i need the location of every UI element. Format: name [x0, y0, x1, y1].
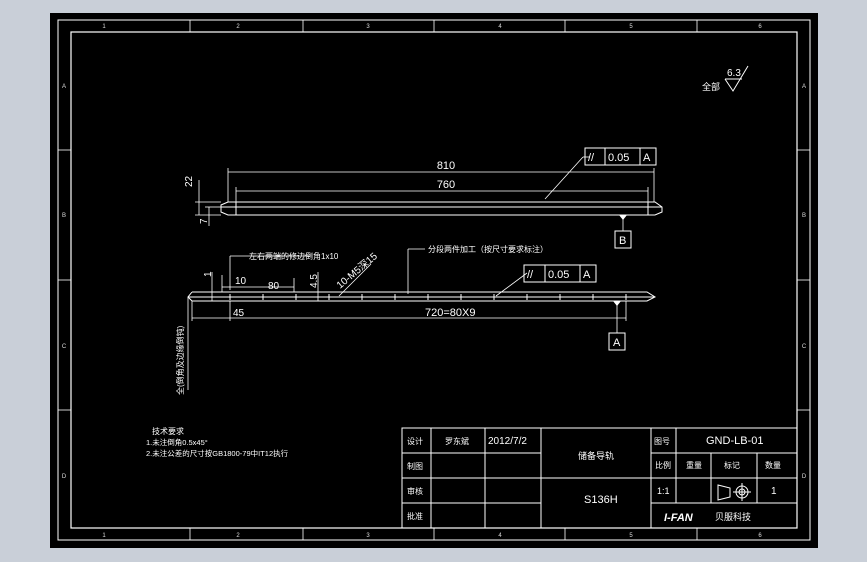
zone-left-c: C: [62, 344, 67, 350]
datum-a-box: [608, 332, 626, 351]
roughness-symbol: [724, 65, 749, 92]
zone-bottom-4: 4: [498, 533, 502, 539]
zone-top-3: 3: [366, 24, 370, 30]
tech-notes-line-1: 1.未注倒角0.5x45°: [146, 437, 208, 447]
roughness-value: 6.3: [727, 68, 741, 79]
datum-b-triangle: [619, 215, 627, 220]
vertical-note: 全(倒角及边缘倒钝): [175, 325, 185, 395]
bottom-view-holes: [229, 294, 627, 300]
datum-a-label: A: [613, 337, 621, 349]
projection-symbol-icon: [717, 483, 751, 501]
tb-row1-label: 设计: [407, 436, 423, 446]
tb-drawing-no-label: 图号: [654, 437, 670, 446]
tb-scale: 1:1: [657, 486, 670, 496]
tb-header-mark: 标记: [724, 460, 740, 470]
zone-right-d: D: [802, 474, 807, 480]
dim-10: 10: [235, 276, 247, 287]
bottom-tolerance-frame: [523, 264, 597, 283]
dim-inner-760: 760: [437, 179, 455, 191]
zone-bottom-5: 5: [629, 533, 633, 539]
zone-left-d: D: [62, 474, 67, 480]
note-holes: 分段两件加工（按尺寸要求标注）: [428, 244, 548, 254]
dim-pitch: 720=80X9: [425, 307, 475, 319]
tb-header-weight: 重量: [686, 460, 702, 470]
title-block-lines: [401, 427, 798, 529]
dim-height-22: 22: [184, 175, 195, 187]
datum-a-triangle: [613, 301, 621, 306]
zone-right-c: C: [802, 344, 807, 350]
tb-row4-label: 批准: [407, 511, 423, 521]
tb-row1-name: 罗东斌: [445, 436, 469, 446]
dim-small-7: 7: [199, 218, 210, 224]
zone-bottom-6: 6: [758, 533, 762, 539]
zone-top-5: 5: [629, 24, 633, 30]
bottom-tol-datum: A: [583, 269, 591, 281]
zone-right-a: A: [802, 84, 806, 90]
roughness-label: 全部: [702, 81, 720, 92]
tech-notes-title: 技术要求: [152, 426, 184, 436]
tb-company-name: 贝服科技: [715, 511, 751, 522]
zone-left-b: B: [62, 213, 66, 219]
tb-header-qty: 数量: [765, 460, 781, 470]
datum-b-box: [614, 230, 632, 249]
zone-top-4: 4: [498, 24, 502, 30]
bottom-tol-symbol: //: [527, 269, 534, 281]
tech-notes-line-2: 2.未注公差的尺寸按GB1800-79中IT12执行: [146, 448, 289, 458]
zone-right-b: B: [802, 213, 806, 219]
zone-left-a: A: [62, 84, 66, 90]
tb-quantity: 1: [771, 486, 777, 497]
zone-bottom-3: 3: [366, 533, 370, 539]
datum-b-label: B: [619, 235, 626, 247]
top-tol-datum: A: [643, 152, 651, 164]
dim-4-5: 4.5: [309, 274, 320, 288]
zone-top-6: 6: [758, 24, 762, 30]
zone-bottom-1: 1: [102, 533, 106, 539]
dim-80: 80: [268, 281, 280, 292]
sheet-background: [50, 13, 818, 548]
top-tolerance-frame: [584, 147, 657, 166]
note-fillet: 左右两端的修边倒角1x10: [249, 251, 339, 261]
top-view-dims: [195, 156, 655, 231]
zone-labels: 1 2 3 4 5 6 1 2 3 4 5 6 A B C D A B C D: [62, 24, 807, 539]
bottom-tol-value: 0.05: [548, 269, 569, 281]
tb-header-scale: 比例: [655, 460, 671, 470]
tb-material: S136H: [584, 494, 618, 506]
tb-part-name: 储备导轨: [578, 450, 614, 461]
tb-row3-label: 审核: [407, 486, 423, 496]
zone-top-2: 2: [236, 24, 240, 30]
tb-drawing-no: GND-LB-01: [706, 435, 763, 447]
zone-ticks: [58, 20, 810, 540]
dim-45: 45: [233, 308, 245, 319]
bottom-view-dims: [187, 248, 627, 390]
tb-row1-date: 2012/7/2: [488, 436, 527, 447]
top-tol-value: 0.05: [608, 152, 629, 164]
tb-company-logo: I-FAN: [664, 512, 694, 524]
tb-row2-label: 制图: [407, 461, 423, 471]
zone-bottom-2: 2: [236, 533, 240, 539]
dim-overall-810: 810: [437, 160, 455, 172]
zone-top-1: 1: [102, 24, 106, 30]
dim-1: 1: [203, 271, 214, 277]
top-tol-symbol: //: [588, 152, 595, 164]
